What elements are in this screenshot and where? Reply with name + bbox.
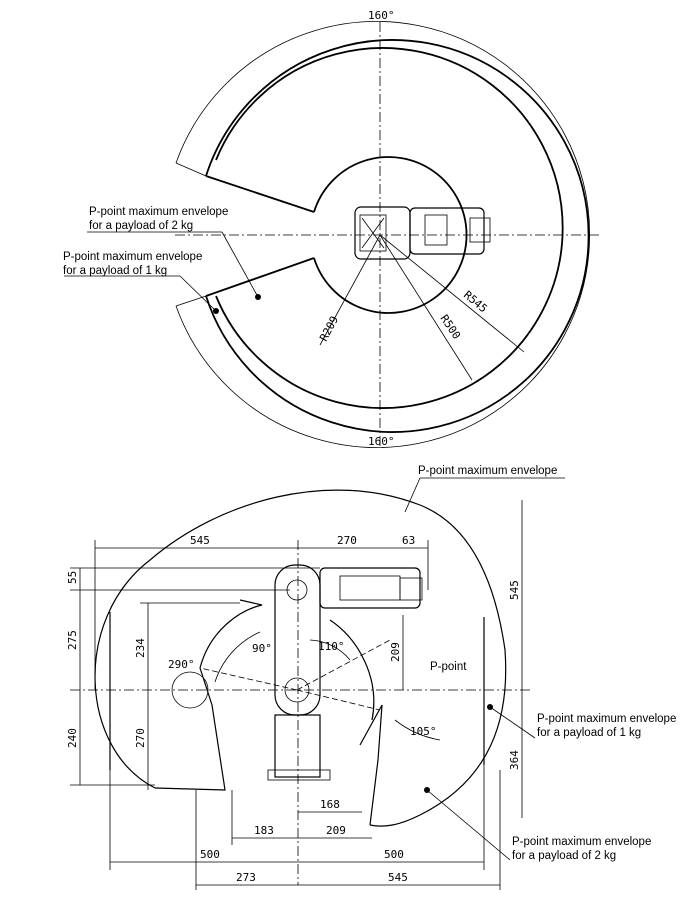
radius-line-r545: [379, 234, 525, 353]
dim-500-right-label: 500: [384, 848, 404, 861]
dim-545-top-label: 545: [190, 534, 210, 547]
radius-line-r500: [379, 234, 473, 381]
angle-90-label: 90°: [252, 642, 272, 655]
side-1kg-leader-line: [489, 706, 536, 739]
side-inner-left-lower: [154, 667, 226, 791]
max-envelope-leader: [404, 477, 421, 513]
side-inner-left-cutout: [199, 599, 263, 669]
r209-label: R209: [317, 314, 341, 344]
top-view-envelope-2kg-arc: [215, 47, 564, 409]
dim-234-label: 234: [134, 638, 147, 658]
r545-label: R545: [461, 288, 490, 315]
side-inner-right-lower: [359, 704, 383, 826]
side-angle-line-290: [199, 667, 298, 691]
dim-209-h-label: 209: [326, 824, 346, 837]
dim-240-label: 240: [66, 728, 79, 748]
top-angle-lower-tick: [175, 295, 207, 307]
dim-63-label: 63: [402, 534, 415, 547]
side-2kg-leader-line: [426, 789, 511, 861]
top-2kg-label-line2: for a payload of 2 kg: [89, 220, 193, 232]
angle-110-label: 110°: [318, 640, 345, 653]
top-view-robot-arm: [409, 207, 485, 255]
side-2kg-label-line2: for a payload of 2 kg: [512, 850, 616, 862]
side-angle-arc-110: [309, 639, 351, 661]
side-angle-line-105: [296, 689, 381, 711]
side-inner-right-arc: [329, 619, 375, 721]
radius-line-r209: [319, 234, 381, 346]
side-angle-arc-105: [394, 719, 441, 741]
dim-209-v-label: 209: [389, 642, 402, 662]
side-robot-arm: [319, 567, 421, 609]
top-angle-label-bottom: 160°: [368, 435, 395, 448]
dim-275-label: 275: [66, 630, 79, 650]
top-angle-label-top: 160°: [368, 9, 395, 22]
angle-290-label: 290°: [168, 658, 195, 671]
side-p-point-label: P-point: [430, 661, 467, 673]
side-1kg-label-line1: P-point maximum envelope: [537, 713, 676, 725]
top-angle-upper-tick: [175, 162, 207, 177]
top-view-inner-r209-arc: [313, 156, 468, 314]
top-view-lower-closing-line: [205, 257, 315, 297]
side-1kg-label-line2: for a payload of 1 kg: [537, 727, 641, 739]
side-joint-circle-left: [171, 671, 209, 709]
top-view-robot-joint: [359, 214, 387, 252]
side-view-max-envelope: [94, 489, 507, 827]
side-robot-base: [274, 714, 321, 778]
side-angle-arc-290: [214, 631, 261, 683]
top-view-upper-closing-line: [205, 175, 315, 213]
dim-364-label: 364: [508, 750, 521, 770]
top-view-envelope-1kg-arc: [205, 39, 590, 433]
top-view-robot-arm-panel: [424, 214, 448, 246]
dim-55-label: 55: [66, 571, 79, 584]
side-robot-tool: [399, 577, 423, 601]
top-2kg-leader-line: [221, 231, 259, 298]
r500-label: R500: [438, 312, 464, 341]
top-view-robot-tool: [469, 217, 491, 243]
dim-270-top-label: 270: [337, 534, 357, 547]
side-robot-foot: [267, 769, 331, 781]
dim-168-label: 168: [320, 798, 340, 811]
top-view: 160° 160° P-point maximum envelope for a…: [63, 9, 600, 448]
side-2kg-label-line1: P-point maximum envelope: [512, 836, 651, 848]
top-1kg-leader-line: [179, 275, 217, 312]
top-1kg-label-line2: for a payload of 1 kg: [63, 265, 167, 277]
dim-273-label: 273: [236, 871, 256, 884]
top-view-outer-envelope-arc: [175, 21, 590, 448]
side-view: P-point maximum envelope P-point maximum…: [66, 465, 676, 890]
dim-183-label: 183: [254, 824, 274, 837]
dim-545-bottom-label: 545: [388, 871, 408, 884]
top-view-robot-joint-cross: [361, 217, 385, 249]
side-max-envelope-label: P-point maximum envelope: [418, 465, 557, 477]
dim-270-v-label: 270: [134, 728, 147, 748]
side-robot-joint-lower: [284, 677, 310, 703]
angle-105-label: 105°: [410, 725, 437, 738]
dim-545-right-label: 545: [508, 580, 521, 600]
top-1kg-label-line1: P-point maximum envelope: [63, 251, 202, 263]
top-2kg-label-line1: P-point maximum envelope: [89, 206, 228, 218]
side-robot-arm-detail: [339, 575, 401, 601]
dim-500-left-label: 500: [200, 848, 220, 861]
